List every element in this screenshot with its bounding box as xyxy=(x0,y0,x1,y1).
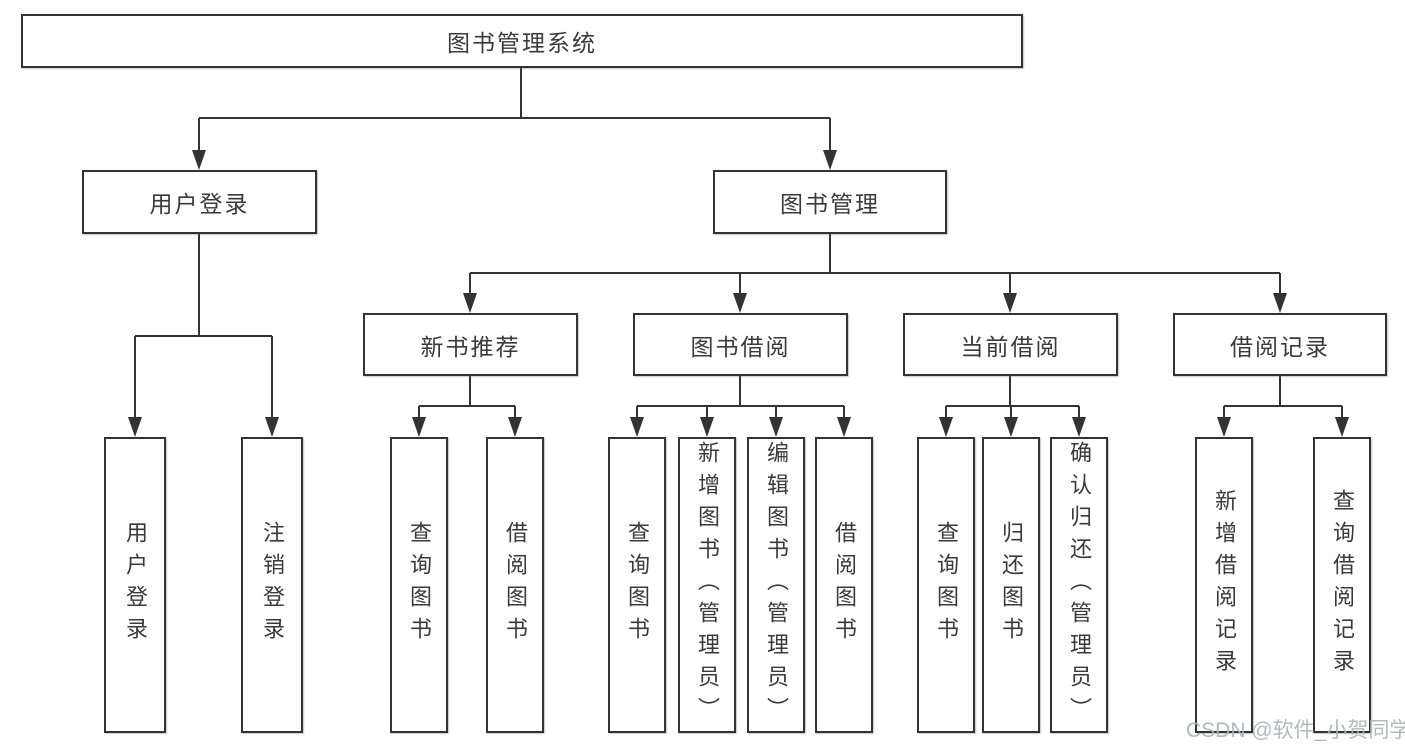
arrowhead xyxy=(823,150,837,170)
connector-root-to-level2 xyxy=(198,68,831,152)
arrowhead xyxy=(192,150,206,170)
arrowhead xyxy=(769,417,783,437)
connector-book-management-to-level3 xyxy=(469,234,1281,296)
connector-borrow-records-to-leaves xyxy=(1223,376,1343,420)
node-book-management: 图书管理 xyxy=(713,170,947,234)
leaf-query-books-borrow-label: 查询图书 xyxy=(625,521,650,649)
node-current-borrow: 当前借阅 xyxy=(903,313,1118,376)
leaf-edit-book-admin-label: 编辑图书（管理员） xyxy=(764,441,789,729)
node-user-login: 用户登录 xyxy=(82,170,317,234)
leaf-add-book-admin: 新增图书（管理员） xyxy=(678,437,736,733)
leaf-add-borrow-record-label: 新增借阅记录 xyxy=(1212,489,1237,681)
node-book-borrow: 图书借阅 xyxy=(633,313,848,376)
node-borrow-records-label: 借阅记录 xyxy=(1230,333,1330,360)
arrowhead xyxy=(939,417,953,437)
arrowhead xyxy=(700,417,714,437)
leaf-borrow-books-recommend: 借阅图书 xyxy=(486,437,544,733)
leaf-query-borrow-record-label: 查询借阅记录 xyxy=(1330,489,1355,681)
node-root: 图书管理系统 xyxy=(21,14,1023,68)
leaf-query-books-current-label: 查询图书 xyxy=(934,521,959,649)
connector-user-login-to-leaves xyxy=(134,234,273,420)
leaf-borrow-books: 借阅图书 xyxy=(815,437,873,733)
leaf-query-books-recommend-label: 查询图书 xyxy=(407,521,432,649)
arrowhead xyxy=(1003,293,1017,313)
node-current-borrow-label: 当前借阅 xyxy=(960,333,1061,360)
leaf-user-login: 用户登录 xyxy=(104,437,166,733)
node-new-book-recommend-label: 新书推荐 xyxy=(420,333,521,360)
leaf-query-books-current: 查询图书 xyxy=(917,437,975,733)
leaf-edit-book-admin: 编辑图书（管理员） xyxy=(747,437,805,733)
leaf-logout: 注销登录 xyxy=(241,437,303,733)
arrowhead xyxy=(128,417,142,437)
leaf-borrow-books-recommend-label: 借阅图书 xyxy=(503,521,528,649)
leaf-return-books: 归还图书 xyxy=(982,437,1040,733)
leaf-add-borrow-record: 新增借阅记录 xyxy=(1195,437,1253,733)
leaf-query-books-recommend: 查询图书 xyxy=(390,437,448,733)
leaf-user-login-label: 用户登录 xyxy=(123,521,148,649)
arrowhead xyxy=(1273,293,1287,313)
node-new-book-recommend: 新书推荐 xyxy=(363,313,578,376)
leaf-query-books-borrow: 查询图书 xyxy=(608,437,666,733)
arrowhead xyxy=(463,293,477,313)
node-book-borrow-label: 图书借阅 xyxy=(690,333,791,360)
arrowheads xyxy=(128,150,1349,437)
node-book-management-label: 图书管理 xyxy=(780,191,880,217)
leaf-logout-label: 注销登录 xyxy=(260,521,285,649)
connector-new-book-to-leaves xyxy=(418,376,516,420)
arrowhead xyxy=(1217,417,1231,437)
arrowhead xyxy=(837,417,851,437)
leaf-confirm-return-admin-label: 确认归还（管理员） xyxy=(1067,441,1092,729)
node-user-login-label: 用户登录 xyxy=(149,191,250,217)
arrowhead xyxy=(412,417,426,437)
connector-current-borrow-to-leaves xyxy=(945,376,1080,420)
connector-book-borrow-to-leaves xyxy=(636,376,845,420)
leaf-confirm-return-admin: 确认归还（管理员） xyxy=(1050,437,1108,733)
leaf-return-books-label: 归还图书 xyxy=(999,521,1024,649)
connector-paths xyxy=(134,68,1343,420)
arrowhead xyxy=(265,417,279,437)
arrowhead xyxy=(630,417,644,437)
arrowhead xyxy=(733,293,747,313)
leaf-borrow-books-label: 借阅图书 xyxy=(832,521,857,649)
arrowhead xyxy=(508,417,522,437)
leaf-add-book-admin-label: 新增图书（管理员） xyxy=(695,441,720,729)
arrowhead xyxy=(1335,417,1349,437)
csdn-watermark: CSDN @软件_小贺同学 xyxy=(1186,719,1405,742)
leaf-query-borrow-record: 查询借阅记录 xyxy=(1313,437,1371,733)
arrowhead xyxy=(1072,417,1086,437)
arrowhead xyxy=(1004,417,1018,437)
node-root-label: 图书管理系统 xyxy=(447,30,597,56)
node-borrow-records: 借阅记录 xyxy=(1173,313,1387,376)
